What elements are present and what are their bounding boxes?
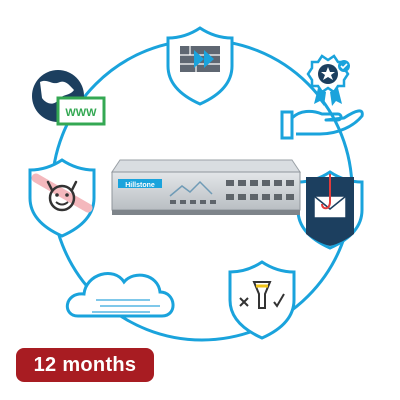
duration-badge: 12 months <box>16 348 154 382</box>
duration-label: 12 months <box>33 353 137 376</box>
devil-blocked-shield-icon <box>28 158 96 238</box>
phishing-email-shield-icon <box>296 170 364 250</box>
www-label: WWW <box>65 107 97 119</box>
hillstone-device: Hillstone <box>111 159 301 215</box>
device-brand: Hillstone <box>125 182 155 189</box>
award-hand-icon <box>280 54 364 140</box>
globe-www-icon: WWW <box>32 70 106 126</box>
filter-check-shield-icon <box>228 260 296 340</box>
cloud-icon <box>66 272 175 318</box>
firewall-shield-icon <box>166 26 234 106</box>
